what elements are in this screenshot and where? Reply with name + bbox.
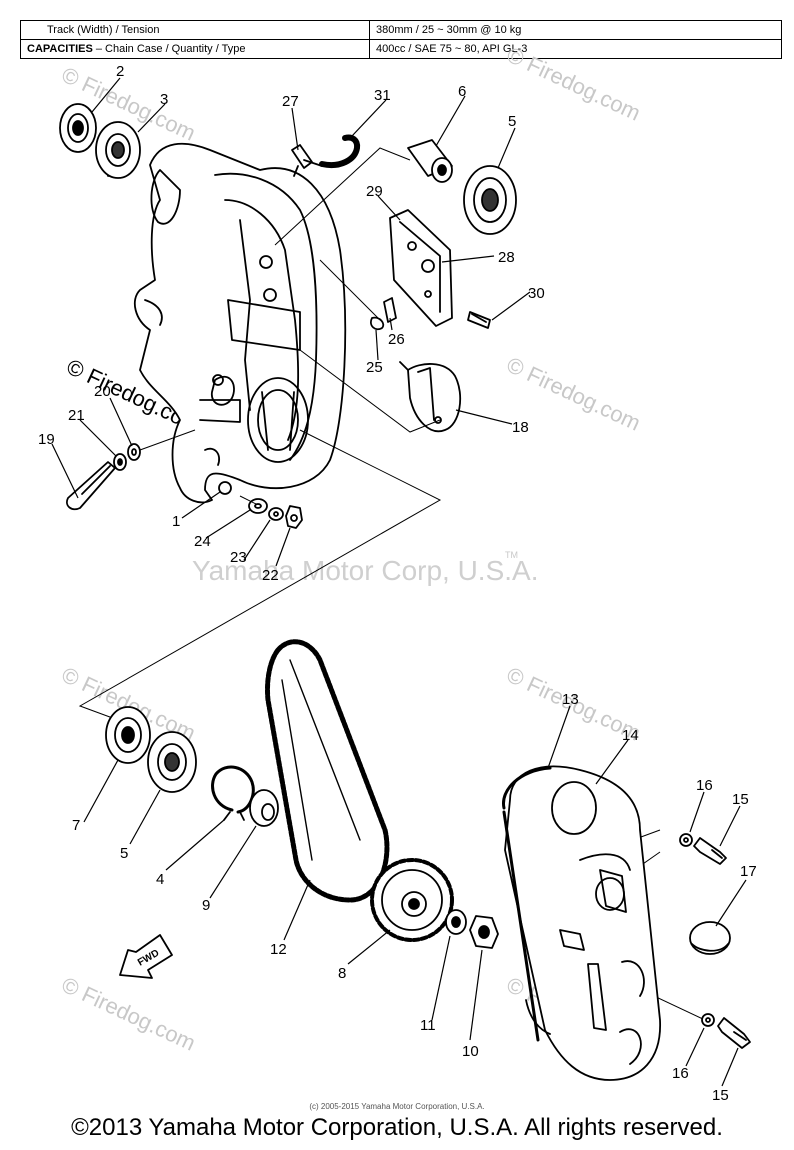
bearing-5-bottom [147, 731, 197, 793]
callout-9: 9 [202, 897, 210, 914]
fwd-arrow-icon [119, 934, 173, 979]
spec-key-capacities-bold: CAPACITIES [27, 43, 93, 55]
callout-3: 3 [160, 91, 168, 108]
callout-28: 28 [498, 249, 515, 266]
callout-14: 14 [622, 727, 639, 744]
sprocket-8 [370, 858, 454, 942]
callout-5-bottom: 5 [120, 845, 128, 862]
breather-hose-31 [319, 134, 361, 168]
callout-19: 19 [38, 431, 55, 448]
plug-17 [689, 921, 731, 955]
spec-row-capacities: CAPACITIES – Chain Case / Quantity / Typ… [20, 39, 782, 59]
copyright-small: (c) 2005-2015 Yamaha Motor Corporation, … [309, 1102, 485, 1111]
callout-27: 27 [282, 93, 299, 110]
callout-7: 7 [72, 817, 80, 834]
drive-chain-12 [265, 639, 390, 903]
bolt-15-upper [693, 837, 727, 865]
callout-5-top: 5 [508, 113, 516, 130]
callout-15-lower: 15 [712, 1087, 729, 1104]
washer-20 [127, 443, 141, 461]
washer-21 [113, 453, 127, 471]
bearing-3 [95, 121, 141, 179]
spec-key-capacities-rest: – Chain Case / Quantity / Type [92, 43, 246, 55]
tensioner-plate-28 [389, 209, 453, 327]
callout-10: 10 [462, 1043, 479, 1060]
callout-22: 22 [262, 567, 279, 584]
leader-lines [51, 77, 747, 1087]
callout-16-lower: 16 [672, 1065, 689, 1082]
callout-24: 24 [194, 533, 211, 550]
callout-16-upper: 16 [696, 777, 713, 794]
washer-16-lower [701, 1013, 715, 1027]
nut-22 [285, 505, 303, 529]
washer-24 [248, 498, 268, 514]
callout-18: 18 [512, 419, 529, 436]
chain-case-group [59, 103, 517, 529]
callout-15-upper: 15 [732, 791, 749, 808]
nut-10 [469, 915, 499, 949]
breather-fitting-27 [291, 144, 323, 177]
copyright-main: ©2013 Yamaha Motor Corporation, U.S.A. A… [71, 1114, 723, 1141]
callout-1: 1 [172, 513, 180, 530]
bolt-26 [370, 297, 397, 331]
washer-23 [268, 507, 284, 521]
callout-8: 8 [338, 965, 346, 982]
inspection-cover-18 [399, 361, 462, 433]
callout-23: 23 [230, 549, 247, 566]
callout-6: 6 [458, 83, 466, 100]
callout-2: 2 [116, 63, 124, 80]
callout-31: 31 [374, 87, 391, 104]
bolt-19 [66, 461, 116, 511]
bolt-15-lower [717, 1017, 751, 1049]
watermark-firedog: © Firedog.com [503, 42, 645, 126]
washer-11 [445, 909, 467, 935]
bearing-2 [59, 103, 97, 153]
callout-labels: 2 3 27 31 6 5 29 28 30 26 25 18 20 21 19… [38, 63, 757, 1104]
callout-13: 13 [562, 691, 579, 708]
callout-25: 25 [366, 359, 383, 376]
washer-16-upper [679, 833, 693, 847]
callout-21: 21 [68, 407, 85, 424]
bearing-5-top [463, 165, 517, 235]
callout-20: 20 [94, 383, 111, 400]
callout-17: 17 [740, 863, 757, 880]
chain-case-1 [133, 142, 347, 504]
watermark-tm: TM [505, 550, 518, 560]
callout-29: 29 [366, 183, 383, 200]
watermark-yamaha: Yamaha Motor Corp, U.S.A. [192, 555, 539, 586]
callout-12: 12 [270, 941, 287, 958]
drive-group [105, 639, 751, 1081]
watermark-firedog: © Firedog.com [58, 972, 200, 1056]
spec-table: Track (Width) / Tension 380mm / 25 ~ 30m… [20, 20, 782, 59]
callout-11: 11 [420, 1017, 436, 1034]
spec-value-capacities: 400cc / SAE 75 ~ 80, API GL-3 [369, 39, 782, 59]
spec-key-capacities: CAPACITIES – Chain Case / Quantity / Typ… [20, 39, 370, 59]
chain-case-cover-14 [502, 765, 661, 1081]
bolt-30 [467, 311, 491, 329]
bearing-7 [105, 706, 151, 764]
collar-9 [249, 789, 279, 827]
callout-26: 26 [388, 331, 405, 348]
callout-30: 30 [528, 285, 545, 302]
circlip-4 [211, 765, 255, 821]
collar-6 [407, 139, 453, 183]
callout-4: 4 [156, 871, 164, 888]
